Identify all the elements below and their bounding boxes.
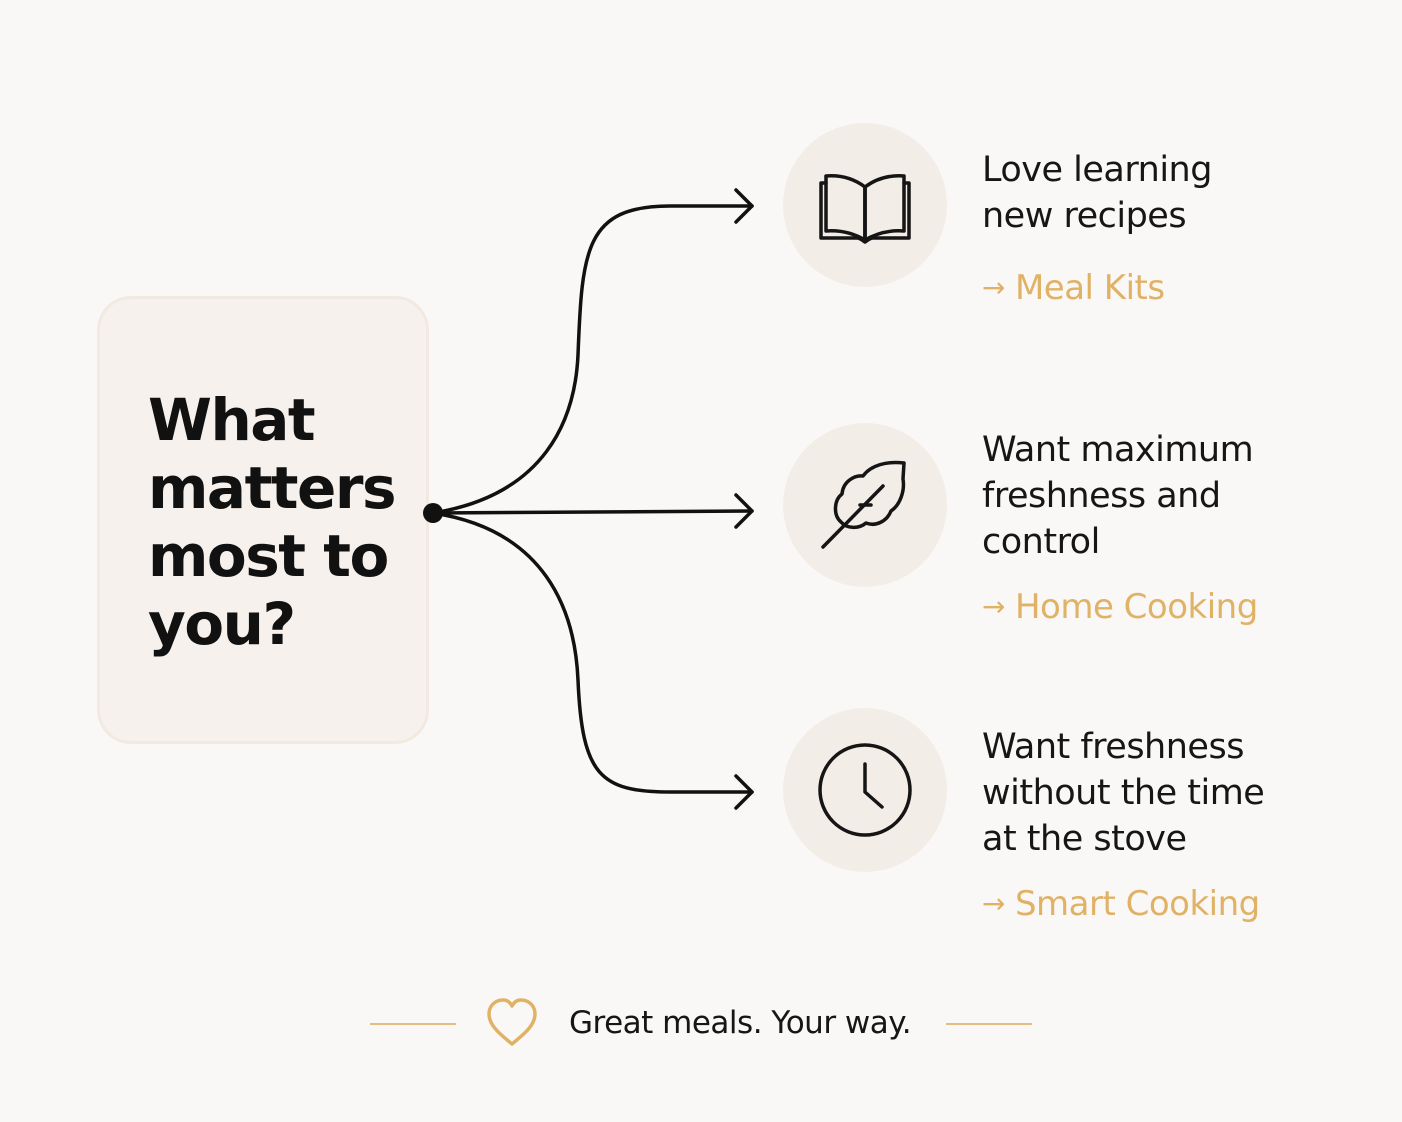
option-link-home-cooking[interactable]: → Home Cooking bbox=[982, 587, 1258, 629]
footer-divider-right bbox=[946, 1023, 1032, 1025]
leaf-icon bbox=[821, 460, 906, 549]
question-card bbox=[97, 296, 429, 744]
option-icon-circle-1 bbox=[783, 123, 947, 287]
option-description-3: Want freshness without the time at the s… bbox=[982, 727, 1265, 859]
open-book-icon bbox=[819, 174, 911, 244]
option-link-label-3: Smart Cooking bbox=[1014, 884, 1260, 924]
question-title: What matters most to you? bbox=[148, 386, 397, 658]
arrow-right-icon: → bbox=[982, 271, 1005, 304]
branch-origin-dot bbox=[423, 503, 443, 523]
option-icon-circle-3 bbox=[783, 708, 947, 872]
option-link-smart-cooking[interactable]: → Smart Cooking bbox=[982, 884, 1260, 926]
option-link-label-1: Meal Kits bbox=[1014, 268, 1165, 308]
arrow-right-icon: → bbox=[982, 590, 1005, 623]
clock-icon bbox=[818, 743, 912, 837]
arrowhead-middle bbox=[734, 493, 754, 529]
arrowhead-top bbox=[734, 188, 754, 224]
option-icon-circle-2 bbox=[783, 423, 947, 587]
connector-bottom bbox=[431, 511, 754, 794]
arrow-right-icon: → bbox=[982, 887, 1005, 920]
heart-icon bbox=[487, 998, 537, 1046]
connector-middle bbox=[431, 509, 754, 515]
option-link-label-2: Home Cooking bbox=[1014, 587, 1258, 627]
footer-tagline: Great meals. Your way. bbox=[569, 1005, 912, 1041]
option-description-2: Want maximum freshness and control bbox=[982, 430, 1254, 562]
option-link-meal-kits[interactable]: → Meal Kits bbox=[982, 268, 1165, 310]
connector-top bbox=[431, 204, 754, 515]
option-description-1: Love learning new recipes bbox=[982, 150, 1212, 236]
arrowhead-bottom bbox=[734, 774, 754, 810]
footer-divider-left bbox=[370, 1023, 456, 1025]
